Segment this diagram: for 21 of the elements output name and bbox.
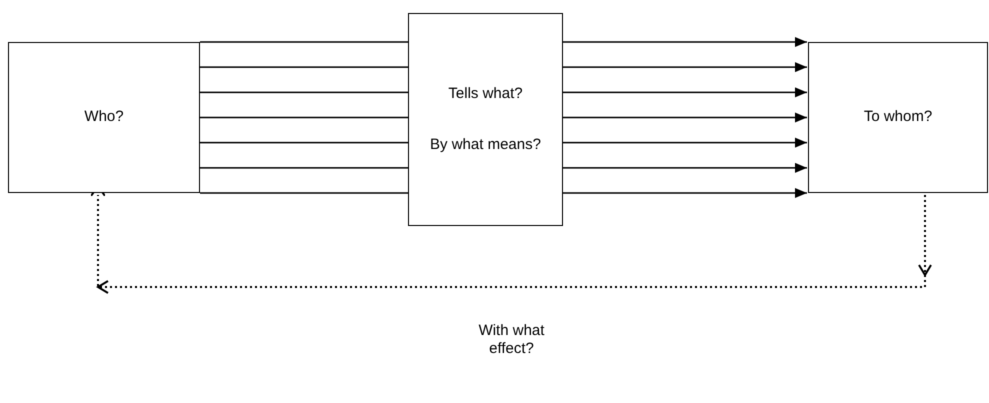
connector-line xyxy=(200,66,408,68)
connector-line xyxy=(200,192,408,194)
arrow xyxy=(563,37,807,47)
connector-line xyxy=(200,116,408,118)
box-text: Who? xyxy=(84,107,124,128)
connector-line xyxy=(200,167,408,169)
message-box xyxy=(408,13,563,226)
connector-line xyxy=(200,142,408,144)
connector-line xyxy=(200,92,408,94)
arrow xyxy=(563,162,807,173)
arrow xyxy=(563,138,807,148)
box-text: To whom? xyxy=(864,107,932,128)
arrow xyxy=(563,112,807,122)
box-text: Tells what? xyxy=(448,84,523,104)
receiver-box xyxy=(808,42,988,193)
box-text: By what means? xyxy=(430,134,541,154)
arrow xyxy=(563,87,807,98)
arrow xyxy=(563,188,807,198)
arrow xyxy=(563,62,807,72)
sender-box xyxy=(8,42,200,193)
connector-line xyxy=(200,41,408,43)
